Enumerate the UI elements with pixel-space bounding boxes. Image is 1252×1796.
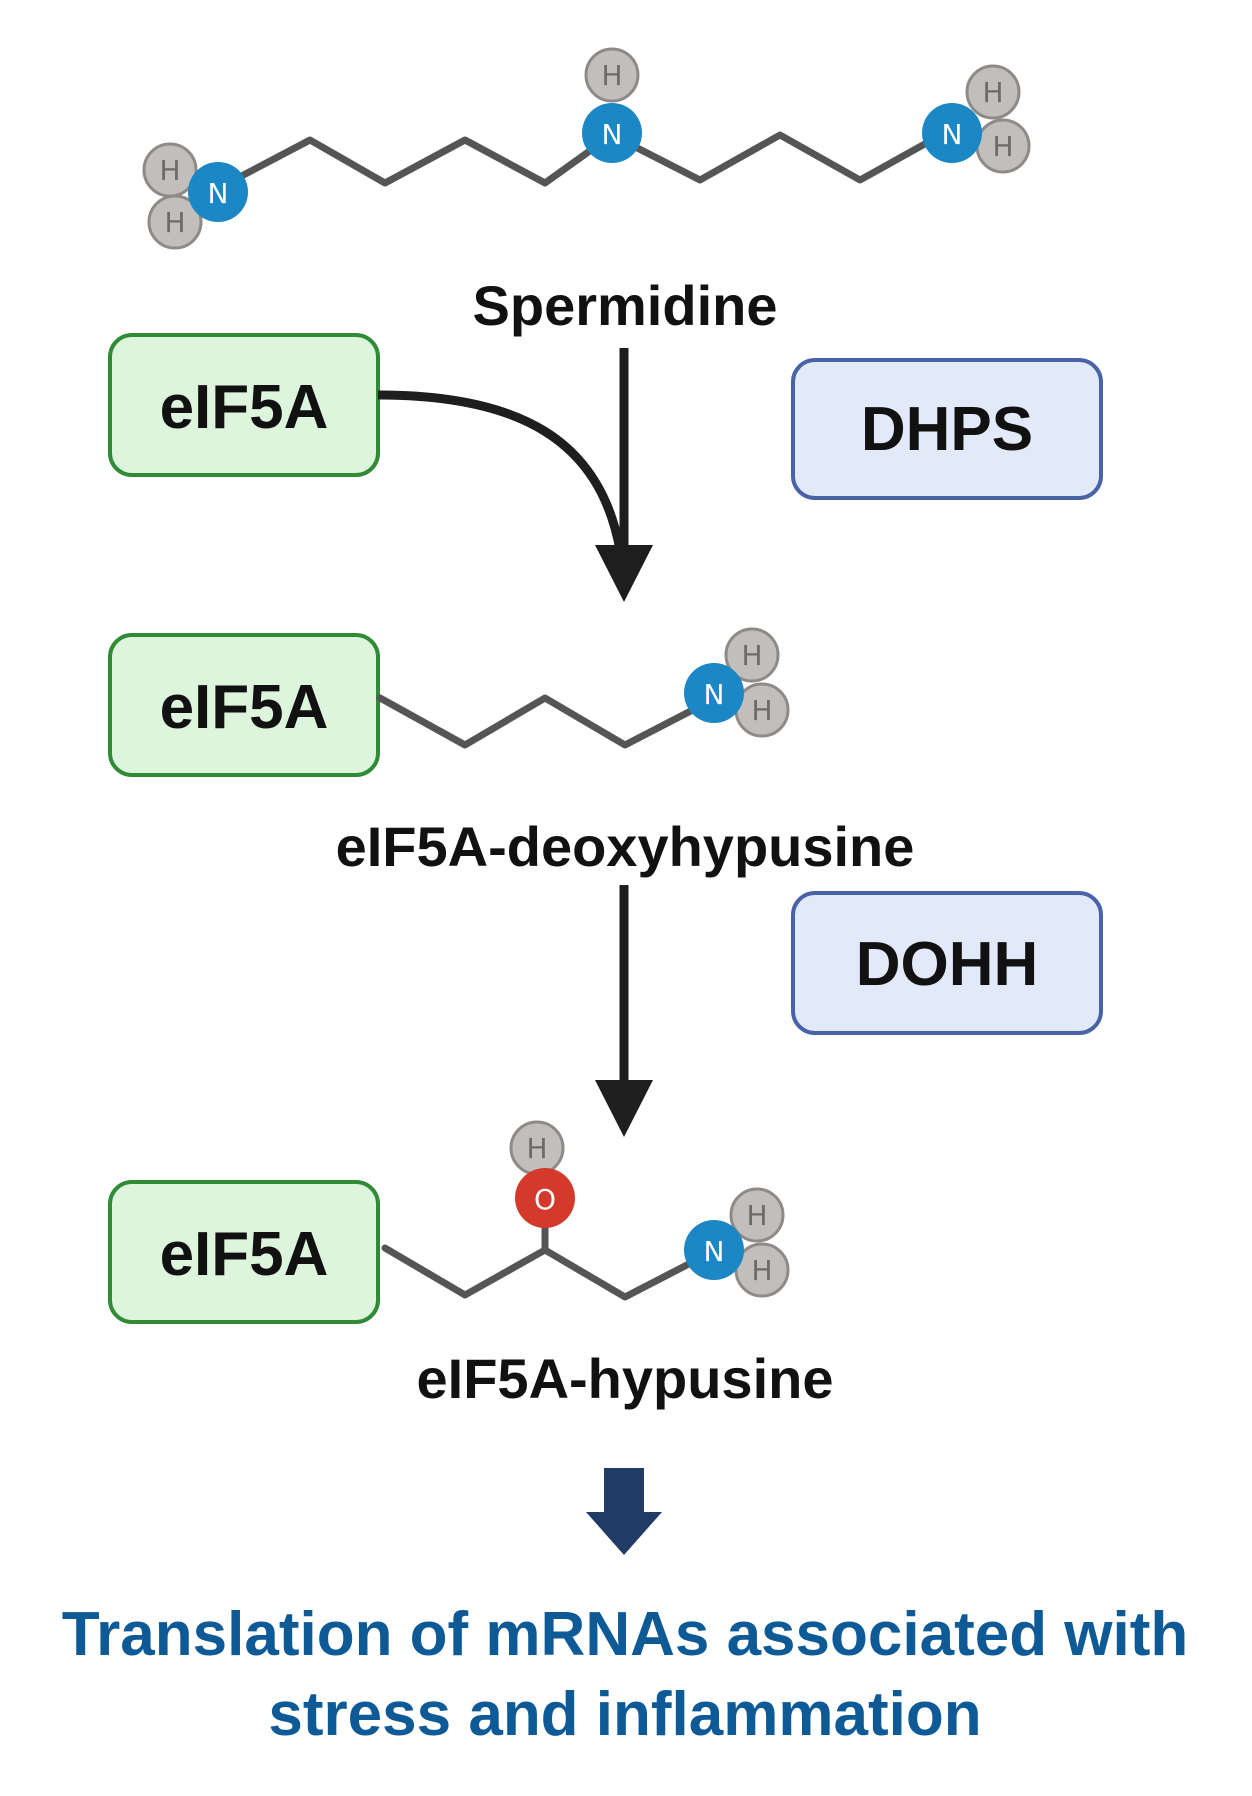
eif5a-substrate-box: eIF5A [108, 333, 380, 477]
hydrogen-atom [584, 47, 640, 103]
output-text-line1: Translation of mRNAs associated with [62, 1600, 1189, 1669]
spermidine-label: Spermidine [473, 274, 778, 337]
eif5a-label: eIF5A [160, 1220, 329, 1289]
dohh-label: DOHH [856, 930, 1039, 999]
oxygen-label: O [534, 1183, 556, 1216]
nitrogen-atom [684, 1220, 744, 1280]
hydrogen-label: H [751, 1254, 772, 1287]
hydrogen-atom [147, 194, 203, 250]
hydrogen-label: H [741, 639, 762, 672]
spermidine-amine-right: H H N [922, 64, 1031, 174]
hydrogen-atom [724, 627, 780, 683]
nitrogen-label: N [602, 118, 623, 151]
eif5a-label: eIF5A [160, 673, 329, 742]
hydrogen-label: H [601, 59, 622, 92]
dhps-label: DHPS [861, 395, 1033, 464]
deoxyhypusine-carbon-chain [376, 694, 716, 749]
step2-arrowhead [595, 1080, 653, 1137]
nitrogen-atom [684, 663, 744, 723]
output-arrow-icon [586, 1468, 662, 1555]
nitrogen-label: N [704, 1235, 725, 1268]
dohh-enzyme-box: DOHH [791, 891, 1103, 1035]
deoxyhypusine-side-chain: H H N [376, 627, 790, 749]
hydrogen-label: H [159, 154, 180, 187]
output-text-line2: stress and inflammation [268, 1680, 981, 1749]
hydrogen-label: H [526, 1132, 547, 1165]
nitrogen-label: N [704, 678, 725, 711]
eif5a-curved-arrow [377, 390, 625, 551]
dhps-enzyme-box: DHPS [791, 358, 1103, 500]
deoxyhypusine-label: eIF5A-deoxyhypusine [336, 815, 915, 878]
spermidine-amine-left: H H N [142, 142, 248, 250]
spermidine-carbon-chain [211, 126, 954, 194]
hydrogen-atom [729, 1187, 785, 1243]
hypusine-side-chain: H O H H N [381, 1120, 790, 1301]
step1-arrowhead [595, 545, 653, 602]
hydrogen-label: H [164, 206, 185, 239]
hydrogen-label: H [751, 694, 772, 727]
nitrogen-label: N [208, 177, 229, 210]
hydrogen-label: H [992, 130, 1013, 163]
nitrogen-atom [188, 162, 248, 222]
nitrogen-label: N [942, 118, 963, 151]
hypusine-carbon-chain [381, 1244, 716, 1301]
spermidine-structure: H H N H N H H N [142, 47, 1031, 250]
nitrogen-atom [922, 103, 982, 163]
oxygen-atom [515, 1168, 575, 1228]
hypusine-label: eIF5A-hypusine [417, 1347, 834, 1410]
eif5a-hypusine-box: eIF5A [108, 1180, 380, 1324]
hydrogen-label: H [746, 1199, 767, 1232]
eif5a-deoxyhypusine-box: eIF5A [108, 633, 380, 777]
hydrogen-label: H [982, 76, 1003, 109]
nitrogen-atom [582, 103, 642, 163]
hydrogen-atom [965, 64, 1021, 120]
spermidine-amine-middle: H N [582, 47, 642, 163]
eif5a-label: eIF5A [160, 373, 329, 442]
